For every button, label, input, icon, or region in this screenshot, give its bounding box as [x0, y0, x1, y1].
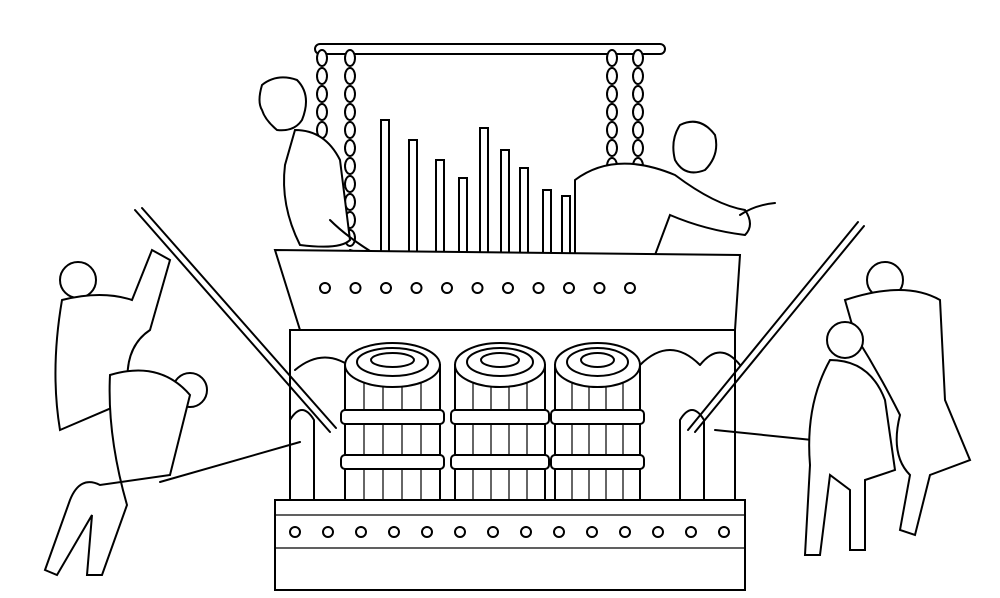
case-stud: [380, 282, 392, 294]
figures-right: [803, 261, 972, 556]
frame-bead: [316, 67, 328, 85]
frame-bead: [632, 103, 644, 121]
base-stud: [454, 526, 466, 538]
organ-pipe: [435, 159, 445, 256]
barrel-hoop: [450, 454, 550, 470]
bellows-barrels: [340, 342, 645, 501]
base-stud: [652, 526, 664, 538]
figures-left: [43, 248, 208, 577]
base-stud: [619, 526, 631, 538]
frame-bead: [606, 67, 618, 85]
base-stud: [718, 526, 730, 538]
organ-pipe: [408, 139, 418, 256]
case-stud: [349, 282, 362, 294]
case-stud: [471, 282, 484, 294]
case-stud: [410, 282, 423, 294]
frame-bead: [344, 139, 356, 157]
base-stud: [487, 526, 499, 538]
base-stud: [586, 526, 598, 538]
base-stud: [685, 526, 697, 538]
frame-bead: [316, 103, 328, 121]
case-stud: [532, 282, 545, 294]
barrel-hoop: [550, 409, 645, 425]
barrel-top-center: [370, 352, 415, 368]
figure-top-right: [574, 120, 776, 256]
frame-bead: [344, 121, 356, 139]
base-stud: [322, 526, 334, 538]
frame-bead: [316, 85, 328, 103]
base-stud: [355, 526, 367, 538]
frame-bead: [344, 85, 356, 103]
barrel-hoop: [340, 454, 445, 470]
organ-pipe: [519, 167, 529, 256]
frame-bead: [344, 175, 356, 193]
barrel-hoop: [450, 409, 550, 425]
case-stud: [502, 282, 514, 294]
case-stud: [441, 282, 453, 294]
frame-bead: [632, 85, 644, 103]
frame-bead: [606, 121, 618, 139]
case-stud: [563, 282, 575, 294]
frame-bead: [316, 49, 328, 67]
organ-base: [274, 499, 746, 591]
frame-bead: [606, 139, 618, 157]
organ-pipe: [561, 195, 571, 256]
organ-pipe: [380, 119, 390, 256]
frame-bead: [632, 49, 644, 67]
case-stud: [593, 282, 606, 294]
barrel-hoop: [550, 454, 645, 470]
frame-bead: [632, 121, 644, 139]
frame-bead: [344, 49, 356, 67]
frame-bead: [606, 85, 618, 103]
frame-bead: [344, 157, 356, 175]
organ-pipe: [542, 189, 552, 256]
case-stud: [319, 282, 331, 294]
base-stud: [289, 526, 301, 538]
frame-top-bar: [314, 43, 666, 55]
frame-bead: [344, 67, 356, 85]
organ-pipe: [479, 127, 489, 256]
organ-pipe: [458, 177, 468, 256]
barrel-top-center: [480, 352, 520, 368]
frame-bead: [606, 49, 618, 67]
barrel-hoop: [340, 409, 445, 425]
base-stud: [388, 526, 400, 538]
frame-bead: [632, 67, 644, 85]
frame-bead: [344, 103, 356, 121]
frame-bead: [606, 103, 618, 121]
frame-bead: [632, 139, 644, 157]
organ-pipe: [500, 149, 510, 256]
barrel-top-center: [580, 352, 615, 368]
base-stud: [553, 526, 565, 538]
base-stud: [421, 526, 433, 538]
organ-pipes: [380, 119, 587, 256]
case-stud: [624, 282, 636, 294]
base-stud: [520, 526, 532, 538]
